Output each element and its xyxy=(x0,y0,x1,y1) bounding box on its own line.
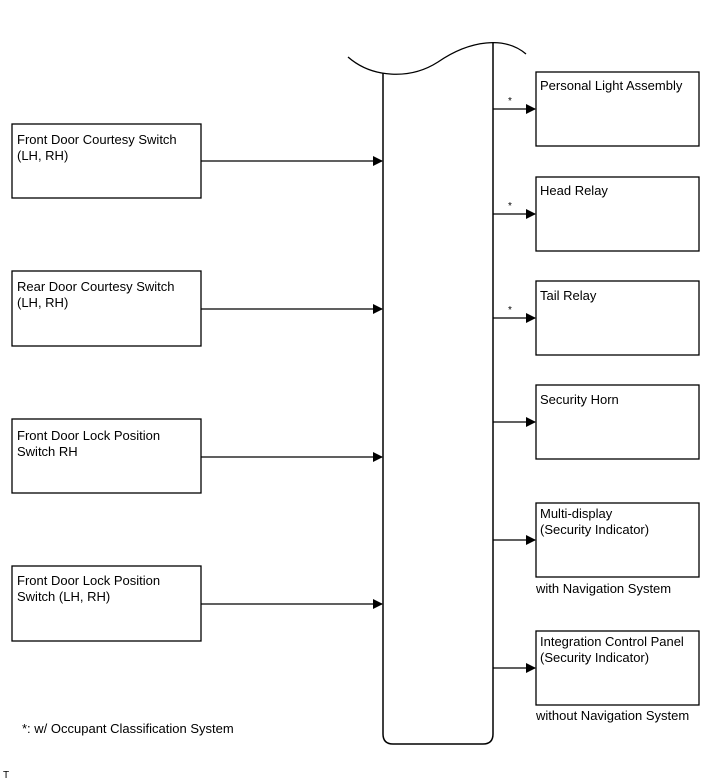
break-line xyxy=(347,42,527,75)
output-security-horn: Security Horn xyxy=(493,384,700,460)
asterisk-mark: * xyxy=(508,305,512,316)
output-label-line1: Head Relay xyxy=(540,183,608,198)
output-caption: without Navigation System xyxy=(535,708,689,723)
output-label-line1: Tail Relay xyxy=(540,288,597,303)
output-label-line1: Multi-display xyxy=(540,506,613,521)
asterisk-mark: * xyxy=(508,96,512,107)
output-caption: with Navigation System xyxy=(535,581,671,596)
output-multi-display: Multi-display (Security Indicator) with … xyxy=(493,502,700,596)
input-switch-rear-door-courtesy: Rear Door Courtesy Switch (LH, RH) xyxy=(11,270,383,347)
ecu-column xyxy=(347,42,527,745)
input-switch-front-door-courtesy: Front Door Courtesy Switch (LH, RH) xyxy=(11,123,383,199)
output-label-line1: Integration Control Panel xyxy=(540,634,684,649)
output-tail-relay: Tail Relay * xyxy=(493,280,700,356)
input-label-line1: Front Door Lock Position xyxy=(17,428,160,443)
corner-mark: T xyxy=(3,770,9,781)
asterisk-mark: * xyxy=(508,201,512,212)
output-personal-light-assembly: Personal Light Assembly * xyxy=(493,71,700,147)
output-label-line2: (Security Indicator) xyxy=(540,650,649,665)
input-label-line1: Front Door Courtesy Switch xyxy=(17,132,177,147)
input-label-line2: (LH, RH) xyxy=(17,148,68,163)
input-label-line2: (LH, RH) xyxy=(17,295,68,310)
input-switch-front-door-lock-rh: Front Door Lock Position Switch RH xyxy=(11,418,383,494)
input-label-line2: Switch (LH, RH) xyxy=(17,589,110,604)
output-label-line1: Security Horn xyxy=(540,392,619,407)
output-integration-control-panel: Integration Control Panel (Security Indi… xyxy=(493,630,700,723)
input-switch-front-door-lock-lh-rh: Front Door Lock Position Switch (LH, RH) xyxy=(11,565,383,642)
footnote: *: w/ Occupant Classification System xyxy=(22,721,234,736)
output-label-line1: Personal Light Assembly xyxy=(540,78,683,93)
input-label-line2: Switch RH xyxy=(17,444,78,459)
input-label-line1: Front Door Lock Position xyxy=(17,573,160,588)
output-label-line2: (Security Indicator) xyxy=(540,522,649,537)
output-head-relay: Head Relay * xyxy=(493,176,700,252)
input-label-line1: Rear Door Courtesy Switch xyxy=(17,279,175,294)
